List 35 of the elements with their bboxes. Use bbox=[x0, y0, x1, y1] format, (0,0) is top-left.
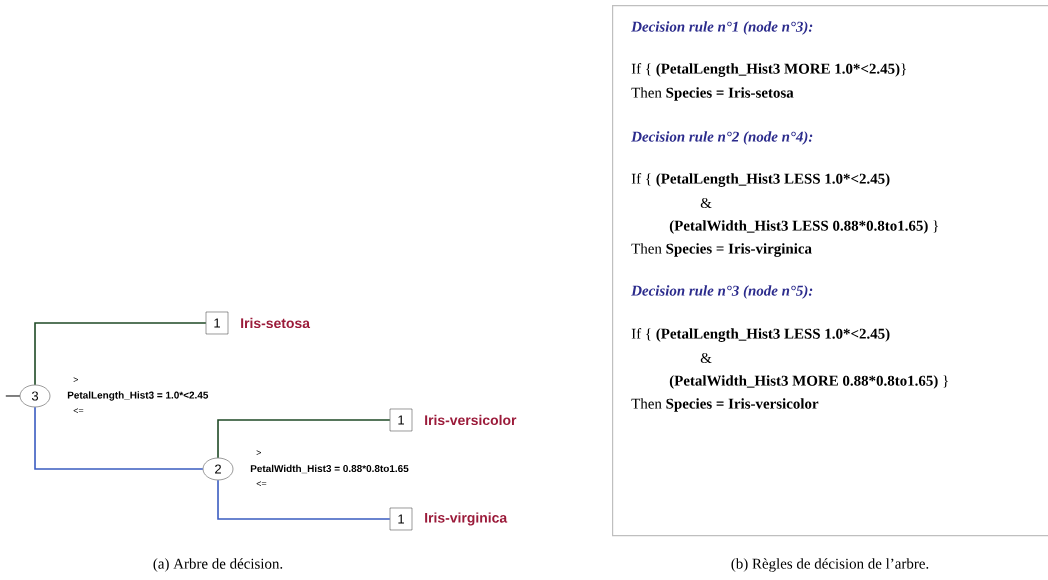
rule-text: (PetalWidth_Hist3 LESS 0.88*0.8to1.65) } bbox=[669, 220, 938, 234]
rule-heading: Decision rule n°3 (node n°5): bbox=[631, 285, 813, 299]
split-node: 3 bbox=[19, 384, 51, 408]
class-label: Iris-virginica bbox=[425, 512, 508, 526]
rule-text: Then Species = Iris-setosa bbox=[631, 87, 794, 101]
rule-text: & bbox=[700, 352, 712, 364]
branch-line bbox=[217, 479, 391, 520]
branch-line bbox=[5, 395, 21, 397]
leaf-box: 1 bbox=[389, 507, 413, 531]
leaf-box: 1 bbox=[389, 408, 413, 432]
branch-line bbox=[217, 419, 391, 459]
figure-caption: (a) Arbre de décision. bbox=[153, 558, 283, 572]
branch-sign: > bbox=[256, 450, 261, 455]
branch-sign: > bbox=[73, 377, 78, 382]
rule-text: & bbox=[700, 197, 712, 209]
rule-text: Then Species = Iris-versicolor bbox=[631, 398, 819, 412]
rule-text: If { (PetalLength_Hist3 LESS 1.0*<2.45) bbox=[631, 328, 890, 342]
leaf-box: 1 bbox=[205, 311, 229, 335]
branch-sign: <= bbox=[73, 408, 84, 413]
branch-line bbox=[34, 322, 207, 386]
branch-sign: <= bbox=[256, 481, 267, 486]
split-condition: PetalWidth_Hist3 = 0.88*0.8to1.65 bbox=[250, 464, 409, 474]
rule-text: (PetalWidth_Hist3 MORE 0.88*0.8to1.65) } bbox=[669, 375, 948, 389]
rule-text: If { (PetalLength_Hist3 LESS 1.0*<2.45) bbox=[631, 173, 890, 187]
rule-heading: Decision rule n°2 (node n°4): bbox=[631, 131, 813, 145]
figure-caption: (b) Règles de décision de l’arbre. bbox=[731, 558, 929, 572]
split-node: 2 bbox=[202, 457, 234, 481]
branch-line bbox=[34, 406, 204, 470]
rules-panel bbox=[612, 5, 1048, 537]
class-label: Iris-setosa bbox=[241, 317, 311, 329]
class-label: Iris-versicolor bbox=[425, 414, 517, 426]
rule-text: If { (PetalLength_Hist3 MORE 1.0*<2.45)} bbox=[631, 63, 906, 77]
split-condition: PetalLength_Hist3 = 1.0*<2.45 bbox=[67, 391, 209, 401]
rule-text: Then Species = Iris-virginica bbox=[631, 243, 812, 257]
rule-heading: Decision rule n°1 (node n°3): bbox=[631, 21, 813, 35]
